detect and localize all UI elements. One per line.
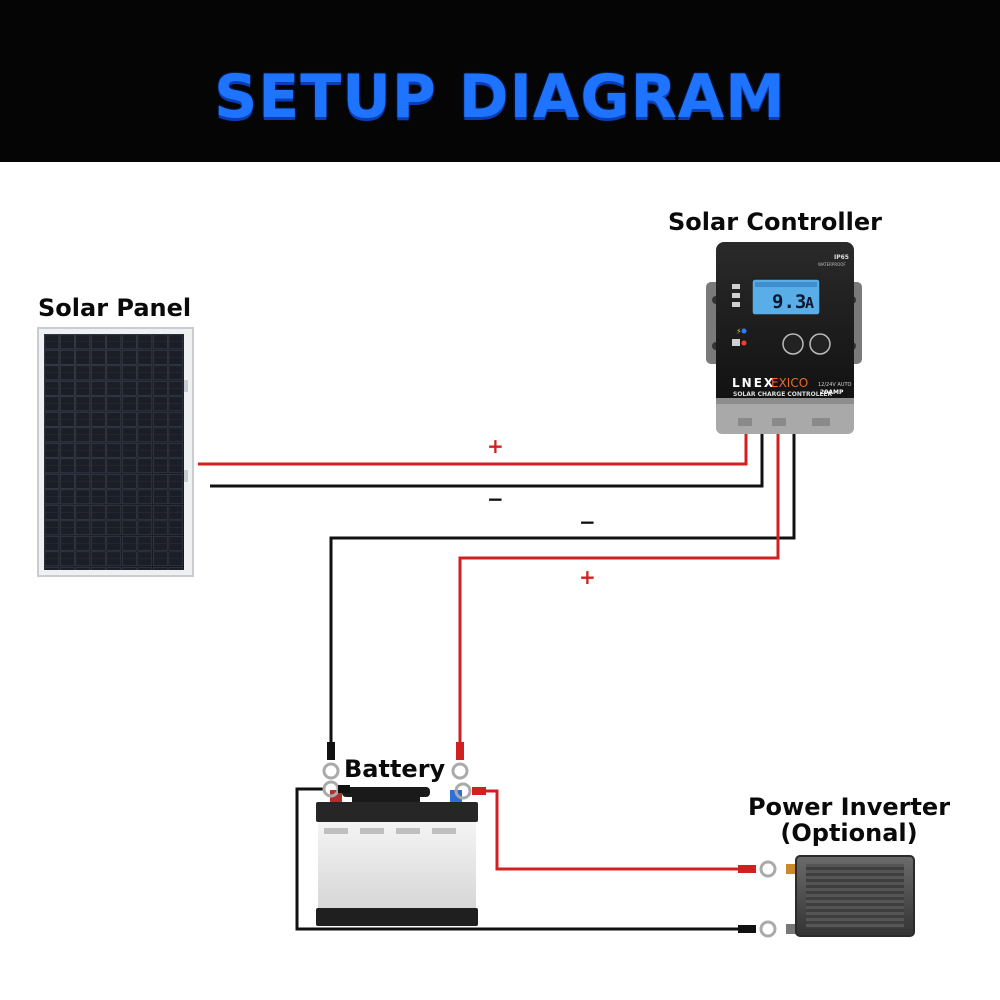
inverter-positive-lead-terminal	[454, 782, 486, 800]
inverter-positive-terminal	[738, 860, 777, 878]
lcd-reading: 9.3	[772, 291, 806, 313]
controller-right-button[interactable]	[809, 333, 831, 355]
wire-panel-positive	[198, 424, 748, 466]
solar-panel	[37, 327, 194, 577]
wire-panel-negative	[210, 424, 764, 488]
inverter-negative-lead-terminal	[322, 780, 350, 798]
power-inverter-label: Power Inverter (Optional)	[736, 794, 962, 846]
panel-negative-sign: −	[487, 487, 504, 511]
wire-battery-positive	[458, 424, 780, 742]
wire-inverter-negative	[295, 787, 742, 931]
brand-right: EXICO	[771, 376, 808, 390]
wire-inverter-positive	[484, 789, 740, 871]
battery-positive-sign: +	[579, 565, 596, 589]
brand-left: LNEX	[732, 376, 775, 390]
panel-positive-sign: +	[487, 434, 504, 458]
battery	[316, 787, 478, 926]
power-inverter-label-line1: Power Inverter	[747, 793, 951, 821]
battery-negative-terminal	[322, 742, 340, 780]
battery-positive-terminal	[451, 742, 469, 780]
battery-negative-sign: −	[579, 510, 596, 534]
page-title: SETUP DIAGRAM	[214, 62, 786, 132]
waterproof-label: WATERPROOF	[818, 262, 846, 267]
lcd-unit: A	[805, 294, 814, 312]
inverter-negative-terminal	[738, 920, 777, 938]
battery-label: Battery	[344, 755, 446, 783]
product-line: SOLAR CHARGE CONTROLLER	[733, 391, 832, 398]
solar-panel-label: Solar Panel	[38, 294, 192, 322]
voltage-label: 12/24V AUTO	[818, 382, 852, 388]
header-bar: SETUP DIAGRAM	[0, 0, 1000, 162]
solar-controller-label: Solar Controller	[668, 208, 882, 236]
controller-left-button[interactable]	[782, 333, 804, 355]
power-inverter	[786, 855, 915, 937]
rating-label: 20AMP	[820, 389, 844, 396]
solar-controller: 9.3 A ⚡ IP65 WATERPROOF LNEX EXICO SOLAR…	[706, 242, 862, 434]
wire-battery-negative	[329, 424, 796, 742]
svg-text:⚡: ⚡	[736, 327, 742, 336]
power-inverter-label-line2: (Optional)	[780, 819, 918, 847]
ip-rating: IP65	[834, 254, 849, 261]
